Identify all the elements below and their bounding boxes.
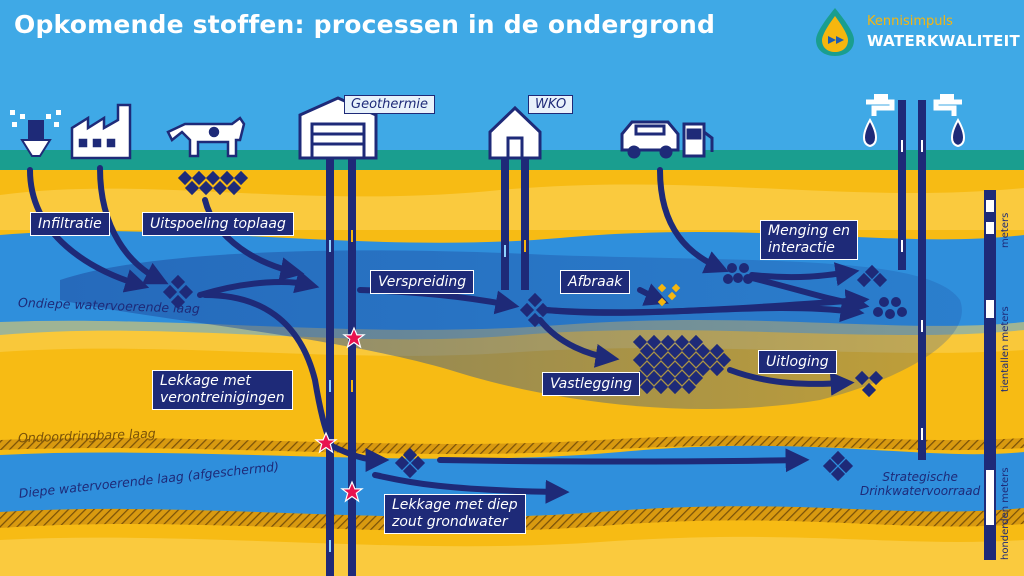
tap-icon [863,94,965,148]
label-menging-line2: interactie [768,240,835,256]
depth-scale [984,190,996,560]
logo-line1: Kennisimpuls [867,14,953,29]
wko-label: WKO [528,95,574,114]
label-lekkage-line2: verontreinigingen [160,390,285,406]
layer-strategisch-line1: Strategische [882,470,958,484]
house-icon [488,105,542,160]
label-menging-line1: Menging en [768,223,851,239]
label-lekkage: Lekkage met verontreinigingen [152,370,293,410]
fuel-pump-icon [682,122,714,158]
label-verspreiding: Verspreiding [370,270,475,294]
label-uitloging: Uitloging [758,350,837,374]
label-lekkage-diep-line2: zout grondwater [392,514,508,530]
label-afbraak: Afbraak [560,270,631,294]
sprinkler-icon [10,110,61,157]
cow-icon [166,116,246,158]
logo: Kennisimpuls WATERKWALITEIT [812,6,1020,58]
label-menging: Menging en interactie [760,220,859,260]
layer-strategisch-line2: Drinkwatervoorraad [860,484,981,498]
logo-line2: WATERKWALITEIT [867,32,1021,50]
scale-meters: meters [1000,212,1011,248]
label-lekkage-diep: Lekkage met diep zout grondwater [384,494,526,534]
label-lekkage-diep-line1: Lekkage met diep [392,497,518,513]
logo-drop-icon [816,8,854,56]
label-infiltratie: Infiltratie [30,212,110,236]
factory-icon [70,103,132,160]
layer-strategisch: Strategische Drinkwatervoorraad [860,470,980,498]
geothermie-label: Geothermie [344,95,435,114]
scale-tientallen: tientallen meters [1000,306,1011,392]
car-icon [620,120,680,159]
label-lekkage-line1: Lekkage met [160,373,251,389]
particle-cluster-mix [723,263,907,319]
page-title: Opkomende stoffen: processen in de onder… [14,10,716,39]
label-vastlegging: Vastlegging [542,372,640,396]
scale-honderden: honderden meters [1000,467,1011,560]
label-uitspoeling: Uitspoeling toplaag [142,212,294,236]
